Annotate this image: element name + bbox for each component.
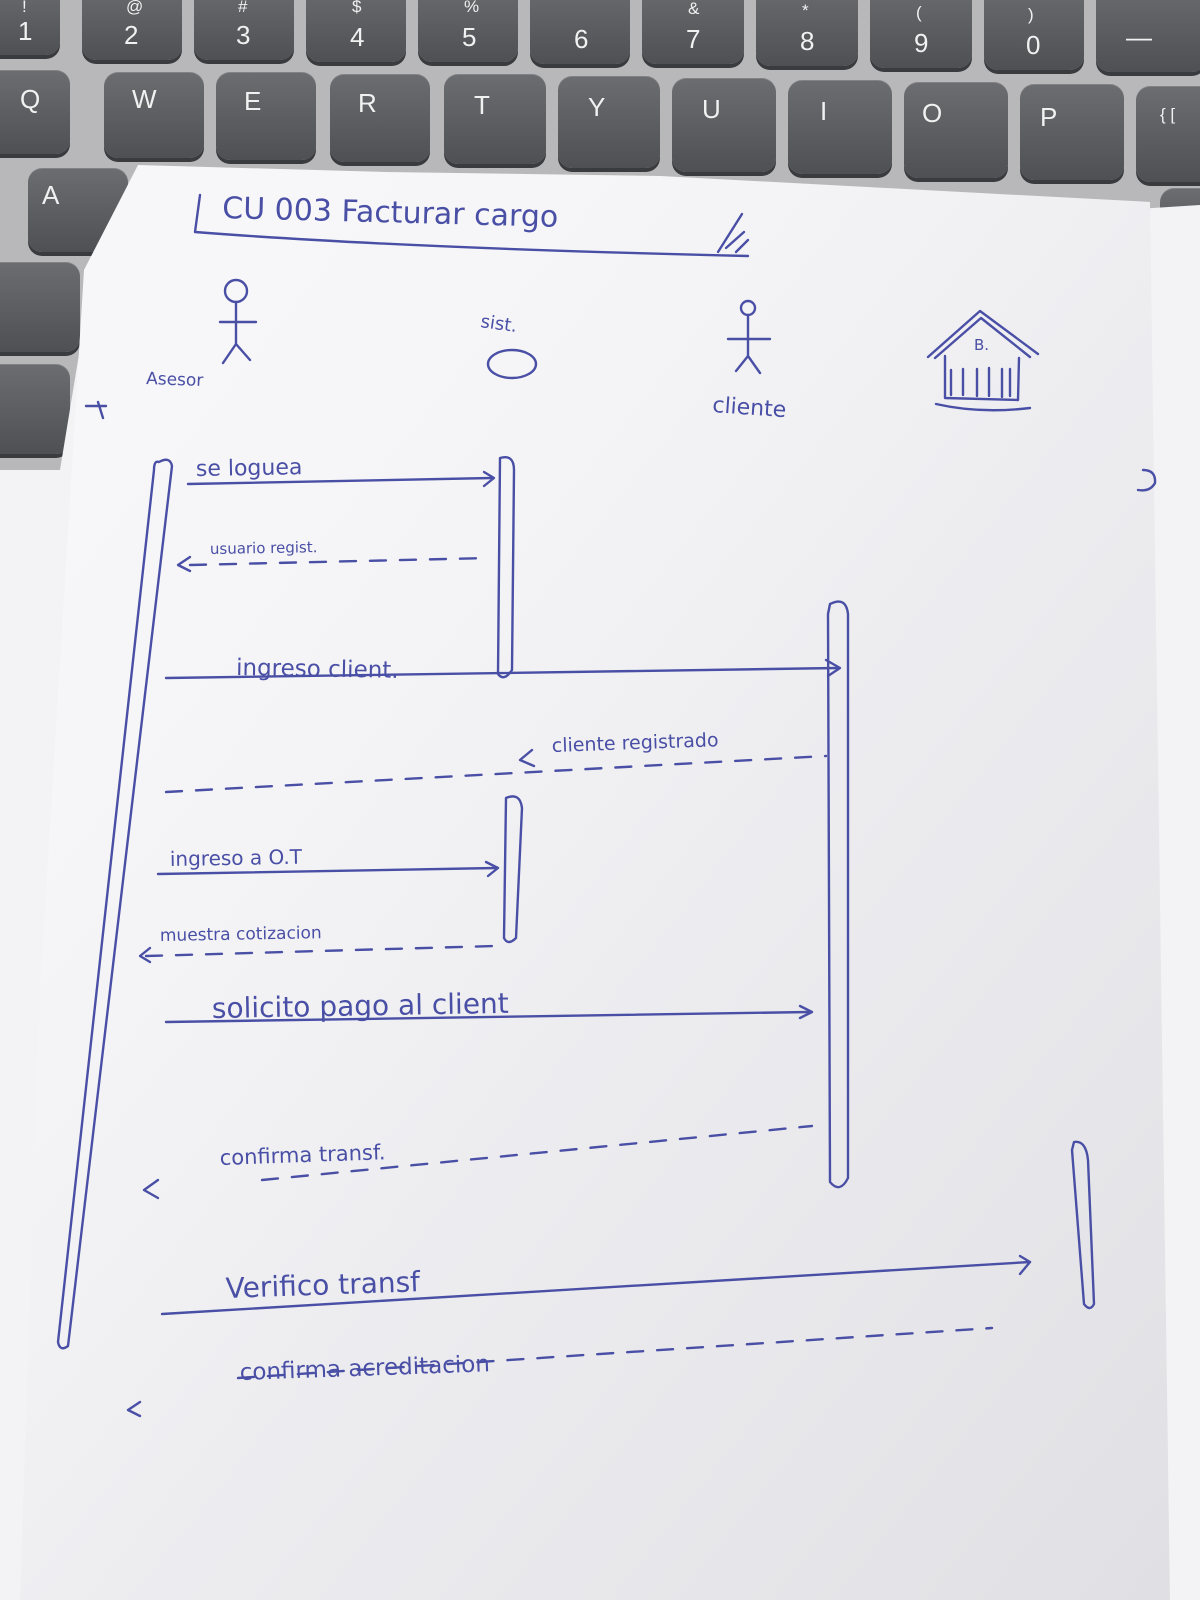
- key-i: I: [788, 80, 892, 174]
- message-label: muestra cotizacion: [160, 923, 322, 946]
- message-arrow: [164, 1010, 812, 1024]
- key-6-label: 6: [574, 24, 589, 54]
- key-y: Y: [558, 76, 660, 168]
- key-2-shift: @: [126, 0, 144, 16]
- key-bracket-label: { [: [1160, 105, 1176, 124]
- key-q-label: Q: [20, 84, 41, 114]
- key-a-label: A: [42, 180, 60, 210]
- key-r: R: [330, 74, 430, 162]
- key-3-label: 3: [236, 20, 251, 50]
- key-p-label: P: [1040, 102, 1058, 132]
- key-9-shift: (: [916, 3, 922, 22]
- key-w-label: W: [132, 84, 157, 114]
- key-5-label: 5: [462, 22, 477, 52]
- message-label: confirma transf.: [219, 1140, 385, 1170]
- key-1: ! 1: [0, 0, 60, 55]
- key-4-label: 4: [350, 22, 365, 52]
- message-arrow: [160, 1260, 1032, 1316]
- key-4: $ 4: [306, 0, 406, 62]
- key-1-shift: !: [22, 0, 27, 16]
- laptop-keyboard: ! 1 @ 2 # 3 $ 4 % 5 6 & 7 * 8 ( 9 ) 0 — …: [0, 0, 1200, 560]
- message-arrowhead: [138, 946, 152, 964]
- key-2-label: 2: [124, 20, 139, 50]
- message-arrowhead: [126, 1400, 142, 1418]
- key-a: A: [28, 168, 128, 252]
- key-7: & 7: [642, 0, 744, 64]
- key-minus: —: [1096, 0, 1200, 72]
- message-arrow: [236, 1326, 994, 1380]
- message-label: ingreso client.: [236, 655, 399, 684]
- key-right-edge: [1160, 188, 1200, 258]
- key-p: P: [1020, 84, 1124, 180]
- key-i-label: I: [820, 96, 828, 126]
- key-0-label: 0: [1026, 30, 1041, 60]
- message-arrow: [144, 944, 496, 958]
- key-w: W: [104, 72, 204, 158]
- key-bracket: { [: [1136, 86, 1200, 182]
- key-y-label: Y: [588, 92, 606, 122]
- key-0-shift: ): [1028, 5, 1034, 24]
- key-5-shift: %: [464, 0, 480, 16]
- key-4-shift: $: [352, 0, 362, 16]
- message-label: ingreso a O.T: [170, 845, 303, 871]
- key-t-label: T: [474, 90, 490, 120]
- activation-bar-system: [502, 795, 524, 944]
- key-r-label: R: [358, 88, 377, 118]
- key-7-shift: &: [688, 0, 700, 18]
- key-o-label: O: [922, 98, 943, 128]
- key-e: E: [216, 72, 316, 160]
- message-arrowhead: [1018, 1254, 1032, 1276]
- message-arrow: [260, 1124, 814, 1182]
- key-8: * 8: [756, 0, 858, 66]
- key-o: O: [904, 82, 1008, 178]
- key-8-shift: *: [802, 1, 809, 20]
- key-q: Q: [0, 70, 70, 154]
- message-arrowhead: [484, 860, 500, 878]
- key-u: U: [672, 78, 776, 172]
- key-ctrl-left: [0, 364, 70, 454]
- key-0: ) 0: [984, 0, 1084, 70]
- key-u-label: U: [702, 94, 721, 124]
- key-2: @ 2: [82, 0, 182, 60]
- message-arrowhead: [518, 748, 536, 768]
- activation-bar-asesor: [56, 458, 174, 1350]
- key-3-shift: #: [238, 0, 248, 16]
- key-6: 6: [530, 0, 630, 64]
- message-label: solicito pago al client: [212, 987, 509, 1025]
- message-arrow: [156, 866, 498, 876]
- message-label: confirma acreditacion: [239, 1351, 490, 1386]
- key-8-label: 8: [800, 26, 815, 56]
- message-label: Verifico transf: [225, 1265, 422, 1305]
- key-minus-label: —: [1126, 22, 1152, 52]
- key-3: # 3: [194, 0, 294, 60]
- message-arrowhead: [824, 658, 842, 678]
- key-9-label: 9: [914, 28, 929, 58]
- key-t: T: [444, 74, 546, 164]
- message-arrow: [164, 754, 828, 794]
- key-5: % 5: [418, 0, 518, 62]
- message-arrowhead: [798, 1004, 814, 1020]
- activation-bar-cliente: [826, 600, 850, 1189]
- key-9: ( 9: [870, 0, 972, 68]
- activation-bar-bank: [1070, 1140, 1096, 1310]
- key-1-label: 1: [18, 16, 33, 46]
- message-arrow: [164, 666, 840, 680]
- key-7-label: 7: [686, 24, 701, 54]
- message-label: cliente registrado: [551, 729, 718, 757]
- key-e-label: E: [244, 86, 262, 116]
- message-arrowhead: [142, 1178, 160, 1200]
- key-shift-left: [0, 262, 80, 352]
